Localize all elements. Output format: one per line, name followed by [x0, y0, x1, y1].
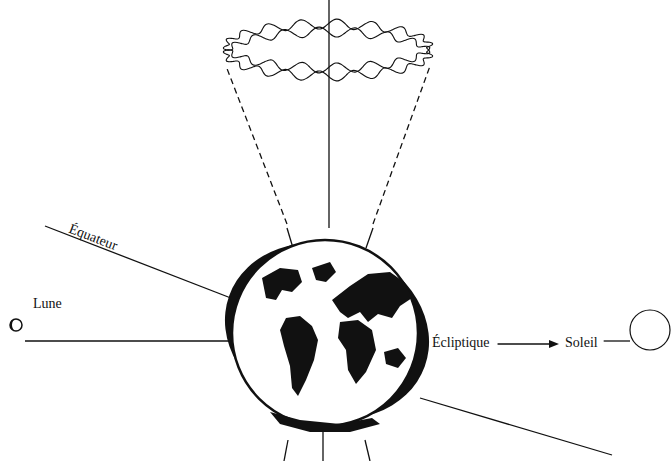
arrow-head — [549, 340, 559, 348]
moon — [10, 319, 22, 331]
cone-stub — [366, 228, 373, 248]
cone-stub — [284, 440, 288, 461]
equatorial-bulge — [200, 215, 454, 448]
sun-label: Soleil — [565, 336, 598, 350]
ecliptic-label: Écliptique — [432, 336, 490, 350]
moon-label: Lune — [33, 297, 62, 311]
rotation-axis — [328, 0, 329, 228]
ecliptic-line — [604, 340, 630, 341]
direction-arrow — [498, 343, 551, 344]
earth — [232, 240, 418, 426]
rotation-axis — [322, 432, 323, 461]
moon-shadow — [10, 319, 16, 331]
cone-stub — [365, 440, 370, 461]
nutation-rings — [223, 19, 432, 81]
continents — [262, 262, 412, 432]
ecliptic-line — [25, 340, 236, 341]
equator-line — [420, 398, 612, 455]
precession-cone — [373, 66, 430, 224]
equator-label: Équateur — [67, 222, 119, 253]
nutation-ring — [223, 19, 432, 73]
nutation-ring — [223, 27, 432, 81]
precession-cone — [226, 66, 287, 224]
sun — [630, 310, 670, 350]
